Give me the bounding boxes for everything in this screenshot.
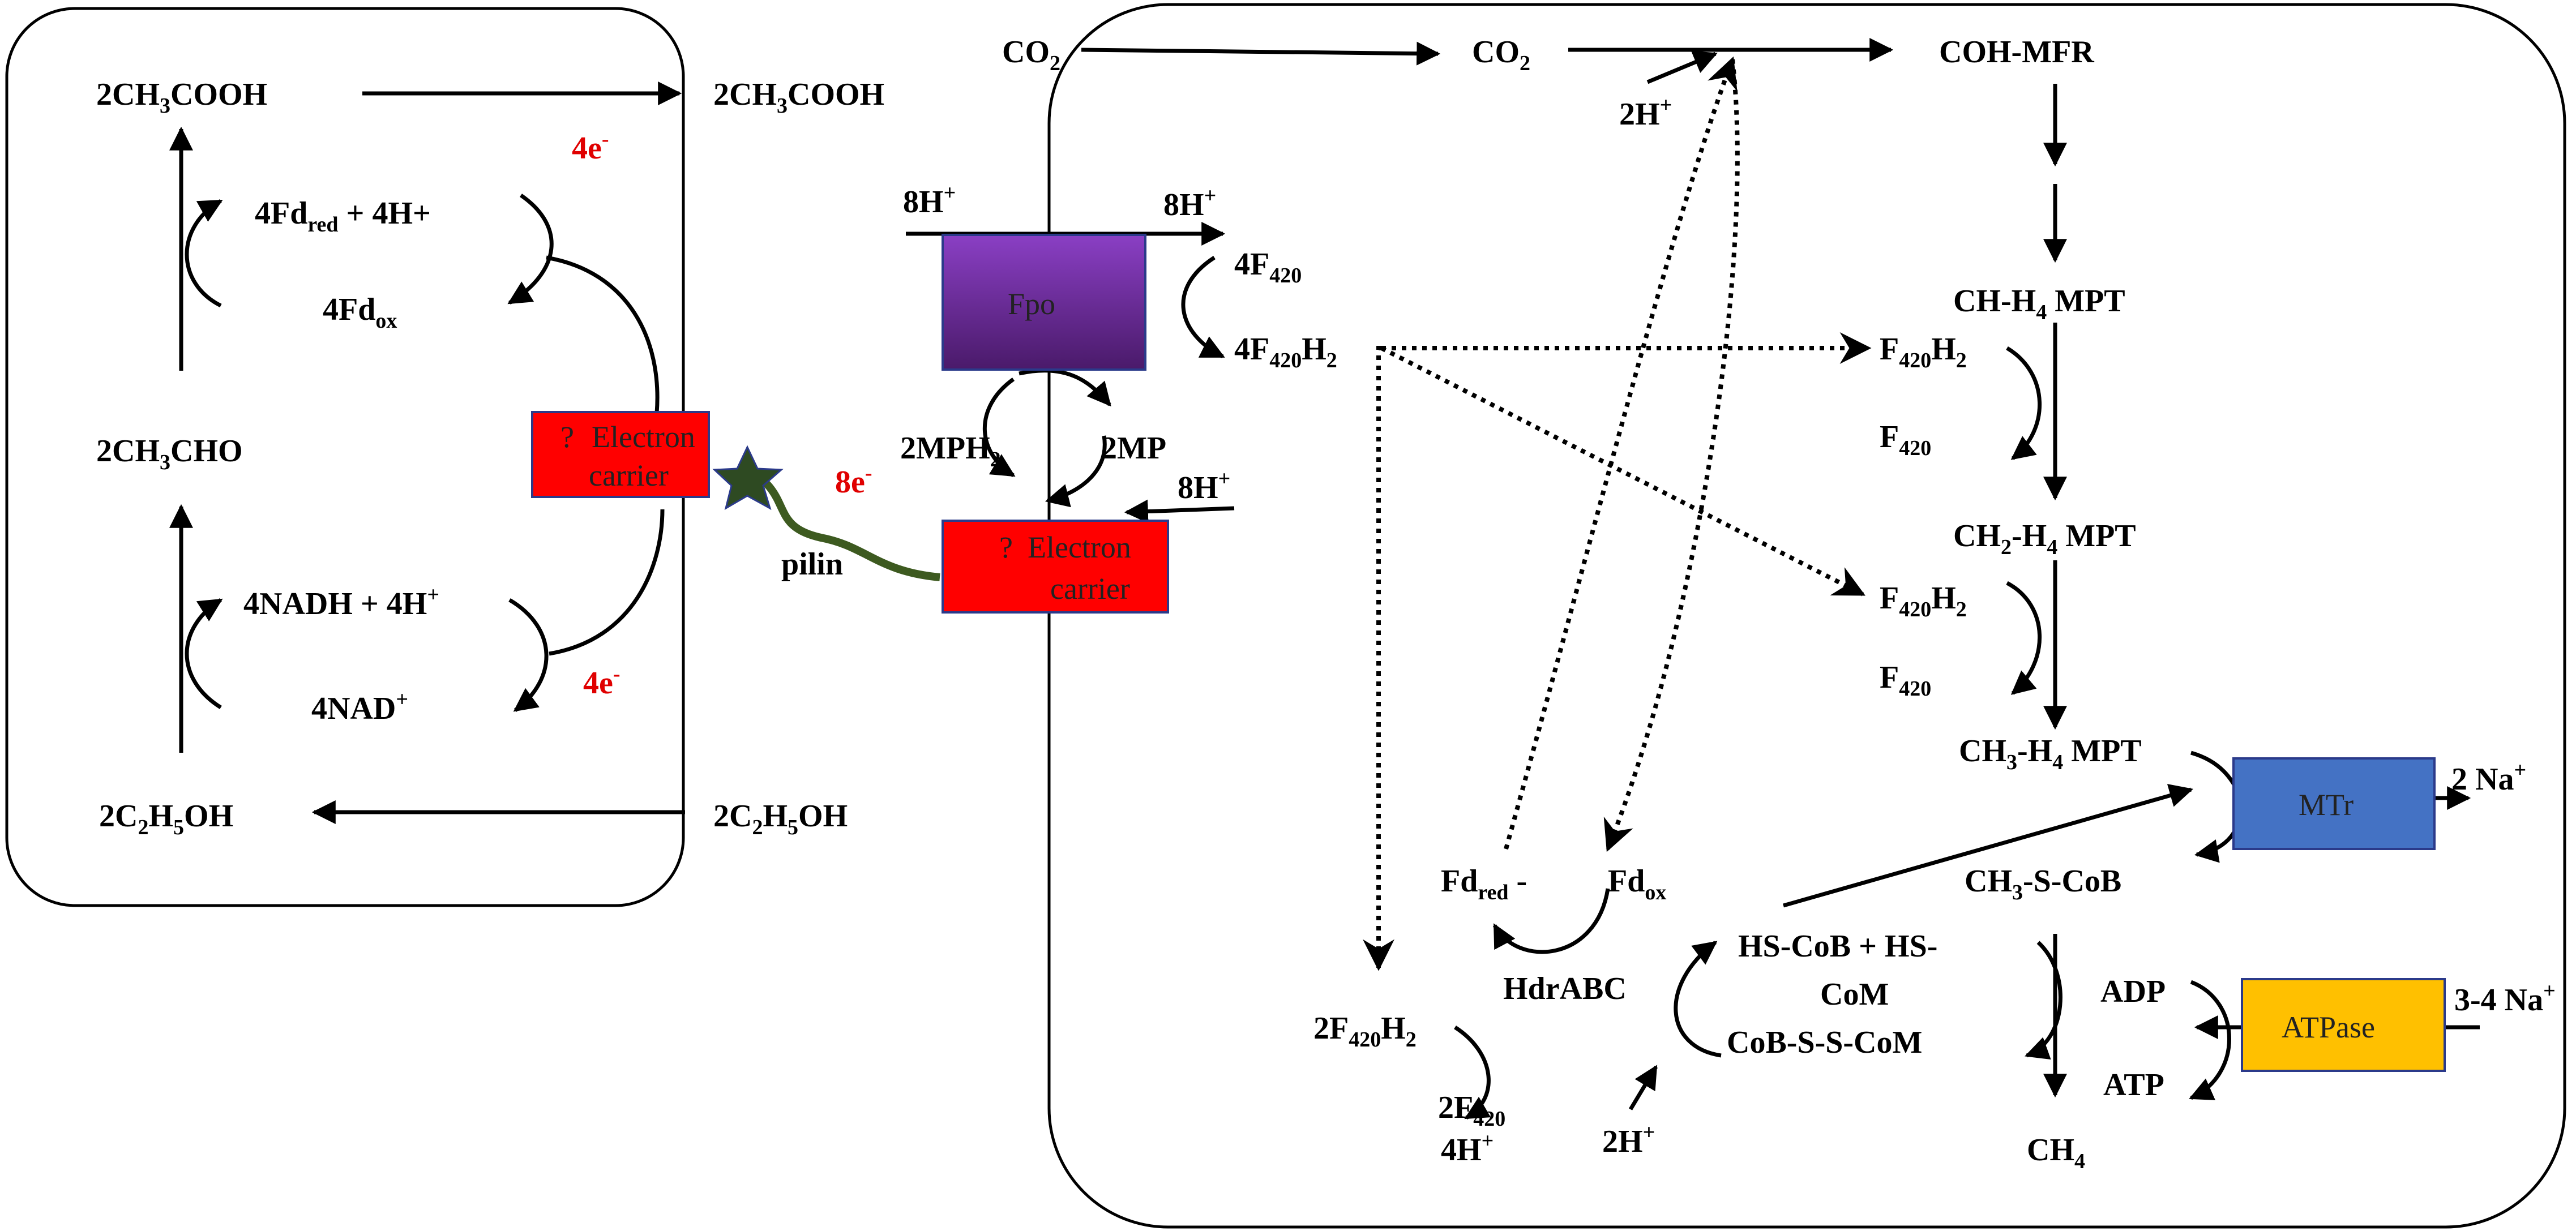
label-f420h2-b: F420H2: [1880, 581, 1967, 621]
label-ch-h4mpt: CH-H4 MPT: [1953, 284, 2125, 324]
curve-hs-cob-left: [1674, 941, 1722, 1058]
label-2f420h2: 2F420H2: [1313, 1011, 1417, 1052]
label-4f420: 4F420: [1234, 247, 1302, 288]
star-icon: [712, 445, 784, 511]
curve-fd-left: [185, 199, 223, 308]
right-cell-outline: [1047, 3, 2566, 1229]
curve-adp-atp: [2189, 980, 2231, 1100]
label-8e: 8e-: [835, 461, 872, 500]
right-electron-carrier[interactable]: ? Electron carrier: [942, 520, 1169, 614]
curve-f420h2-b: [2006, 581, 2042, 695]
carrier-line2: carrier: [589, 458, 669, 492]
pilin-wire: [751, 469, 940, 581]
carrier-line2: carrier: [1050, 572, 1130, 606]
label-2na: 2 Na+: [2451, 758, 2526, 797]
dotted-fdred-to-co2: [1504, 56, 1738, 850]
arrow-2h-bottom: [1628, 1065, 1658, 1110]
dotted-f420h2-to-2f420: [1363, 346, 1394, 971]
carrier-question: ?: [999, 530, 1013, 564]
atpase-complex[interactable]: ATPase: [2241, 978, 2446, 1072]
arrow-hs-cob-to-ch3: [1783, 784, 2194, 908]
label-cob-s-s-com: CoB-S-S-CoM: [1727, 1025, 1922, 1060]
curve-hs-cob-right: [2025, 941, 2062, 1060]
label-nad: 4NAD+: [311, 688, 408, 726]
dotted-f420h2-to-b: [1380, 346, 1865, 597]
label-hs-cob-1: HS-CoB + HS-: [1738, 929, 1937, 964]
carrier-question: ?: [560, 420, 574, 454]
label-pilin: pilin: [781, 547, 843, 582]
label-3-4na: 3-4 Na+: [2454, 979, 2556, 1018]
label-fd-red: 4Fdred + 4H+: [255, 196, 431, 237]
label-f420h2-a: F420H2: [1880, 332, 1967, 372]
label-ch3-h4mpt: CH3-H4 MPT: [1959, 734, 2142, 774]
curve-fd-right: [507, 194, 554, 304]
curve-nadh-left: [185, 598, 223, 709]
label-co2: CO2: [1472, 35, 1530, 75]
curve-2f420: [1454, 1026, 1491, 1120]
curve-mp-right: [1019, 368, 1111, 407]
curve-nadh-right: [508, 598, 549, 712]
curve-mp-bottom: [1045, 435, 1107, 508]
label-e-bottom: 4e-: [583, 662, 621, 701]
mtr-label: MTr: [2299, 788, 2354, 822]
label-4h: 4H+: [1441, 1129, 1494, 1168]
link-fd-carrier: [546, 255, 660, 414]
label-8h-right: 8H+: [1163, 184, 1216, 222]
label-ethanol-left: 2C2H5OH: [99, 799, 233, 839]
label-acetic-right: 2CH3COOH: [713, 77, 884, 118]
label-8h-mid: 8H+: [1178, 467, 1230, 505]
label-fd-ox: 4Fdox: [323, 292, 397, 333]
label-fd-ox-right: Fdox: [1608, 864, 1666, 904]
label-nadh: 4NADH + 4H+: [243, 583, 439, 621]
curve-f420: [1181, 256, 1225, 359]
dotted-co2-to-fdox: [1603, 59, 1740, 852]
label-2h-bottom: 2H+: [1602, 1121, 1655, 1159]
arrow-co2-in: [1081, 41, 1441, 66]
arrow-8h-mid: [1124, 499, 1235, 524]
curve-fd-hdr: [1492, 888, 1610, 954]
label-co2-in: CO2: [1002, 35, 1060, 75]
label-acetic-left: 2CH3COOH: [96, 77, 267, 118]
carrier-line1: Electron: [1028, 530, 1131, 564]
fpo-complex[interactable]: Fpo: [942, 234, 1146, 371]
label-adp: ADP: [2100, 974, 2166, 1009]
label-fd-red-right: Fdred -: [1441, 864, 1527, 904]
label-2mph2: 2MPH2: [900, 431, 1001, 471]
label-2h-top: 2H+: [1619, 93, 1672, 132]
label-acetaldehyde: 2CH3CHO: [96, 434, 243, 474]
label-hdrabc: HdrABC: [1503, 971, 1627, 1006]
atpase-label: ATPase: [2282, 1010, 2375, 1044]
label-2mp: 2MP: [1101, 431, 1166, 466]
carrier-line1: Electron: [592, 420, 695, 454]
label-ch4: CH4: [2027, 1133, 2085, 1173]
curve-mph2-left: [982, 378, 1016, 477]
link-nadh-carrier: [549, 509, 665, 656]
label-4f420h2: 4F420H2: [1234, 332, 1337, 372]
curve-f420h2-a: [2006, 346, 2042, 460]
label-ch3-s-cob: CH3-S-CoB: [1965, 864, 2121, 904]
label-f420-b: F420: [1880, 660, 1931, 701]
label-2f420: 2F420: [1438, 1090, 1505, 1131]
label-f420-a: F420: [1880, 419, 1931, 460]
label-coh-mfr: COH-MFR: [1939, 35, 2094, 70]
label-hs-cob-2: CoM: [1820, 977, 1889, 1012]
mtr-complex[interactable]: MTr: [2232, 757, 2436, 850]
label-8h-left: 8H+: [903, 181, 956, 220]
label-e-top: 4e-: [572, 127, 609, 166]
left-electron-carrier[interactable]: ? Electron carrier: [531, 411, 710, 498]
fpo-label: Fpo: [1008, 287, 1055, 321]
arrow-2h-top: [1646, 51, 1718, 84]
label-ethanol-right: 2C2H5OH: [713, 799, 848, 839]
label-atp: ATP: [2103, 1067, 2164, 1103]
label-ch2-h4mpt: CH2-H4 MPT: [1953, 518, 2136, 559]
